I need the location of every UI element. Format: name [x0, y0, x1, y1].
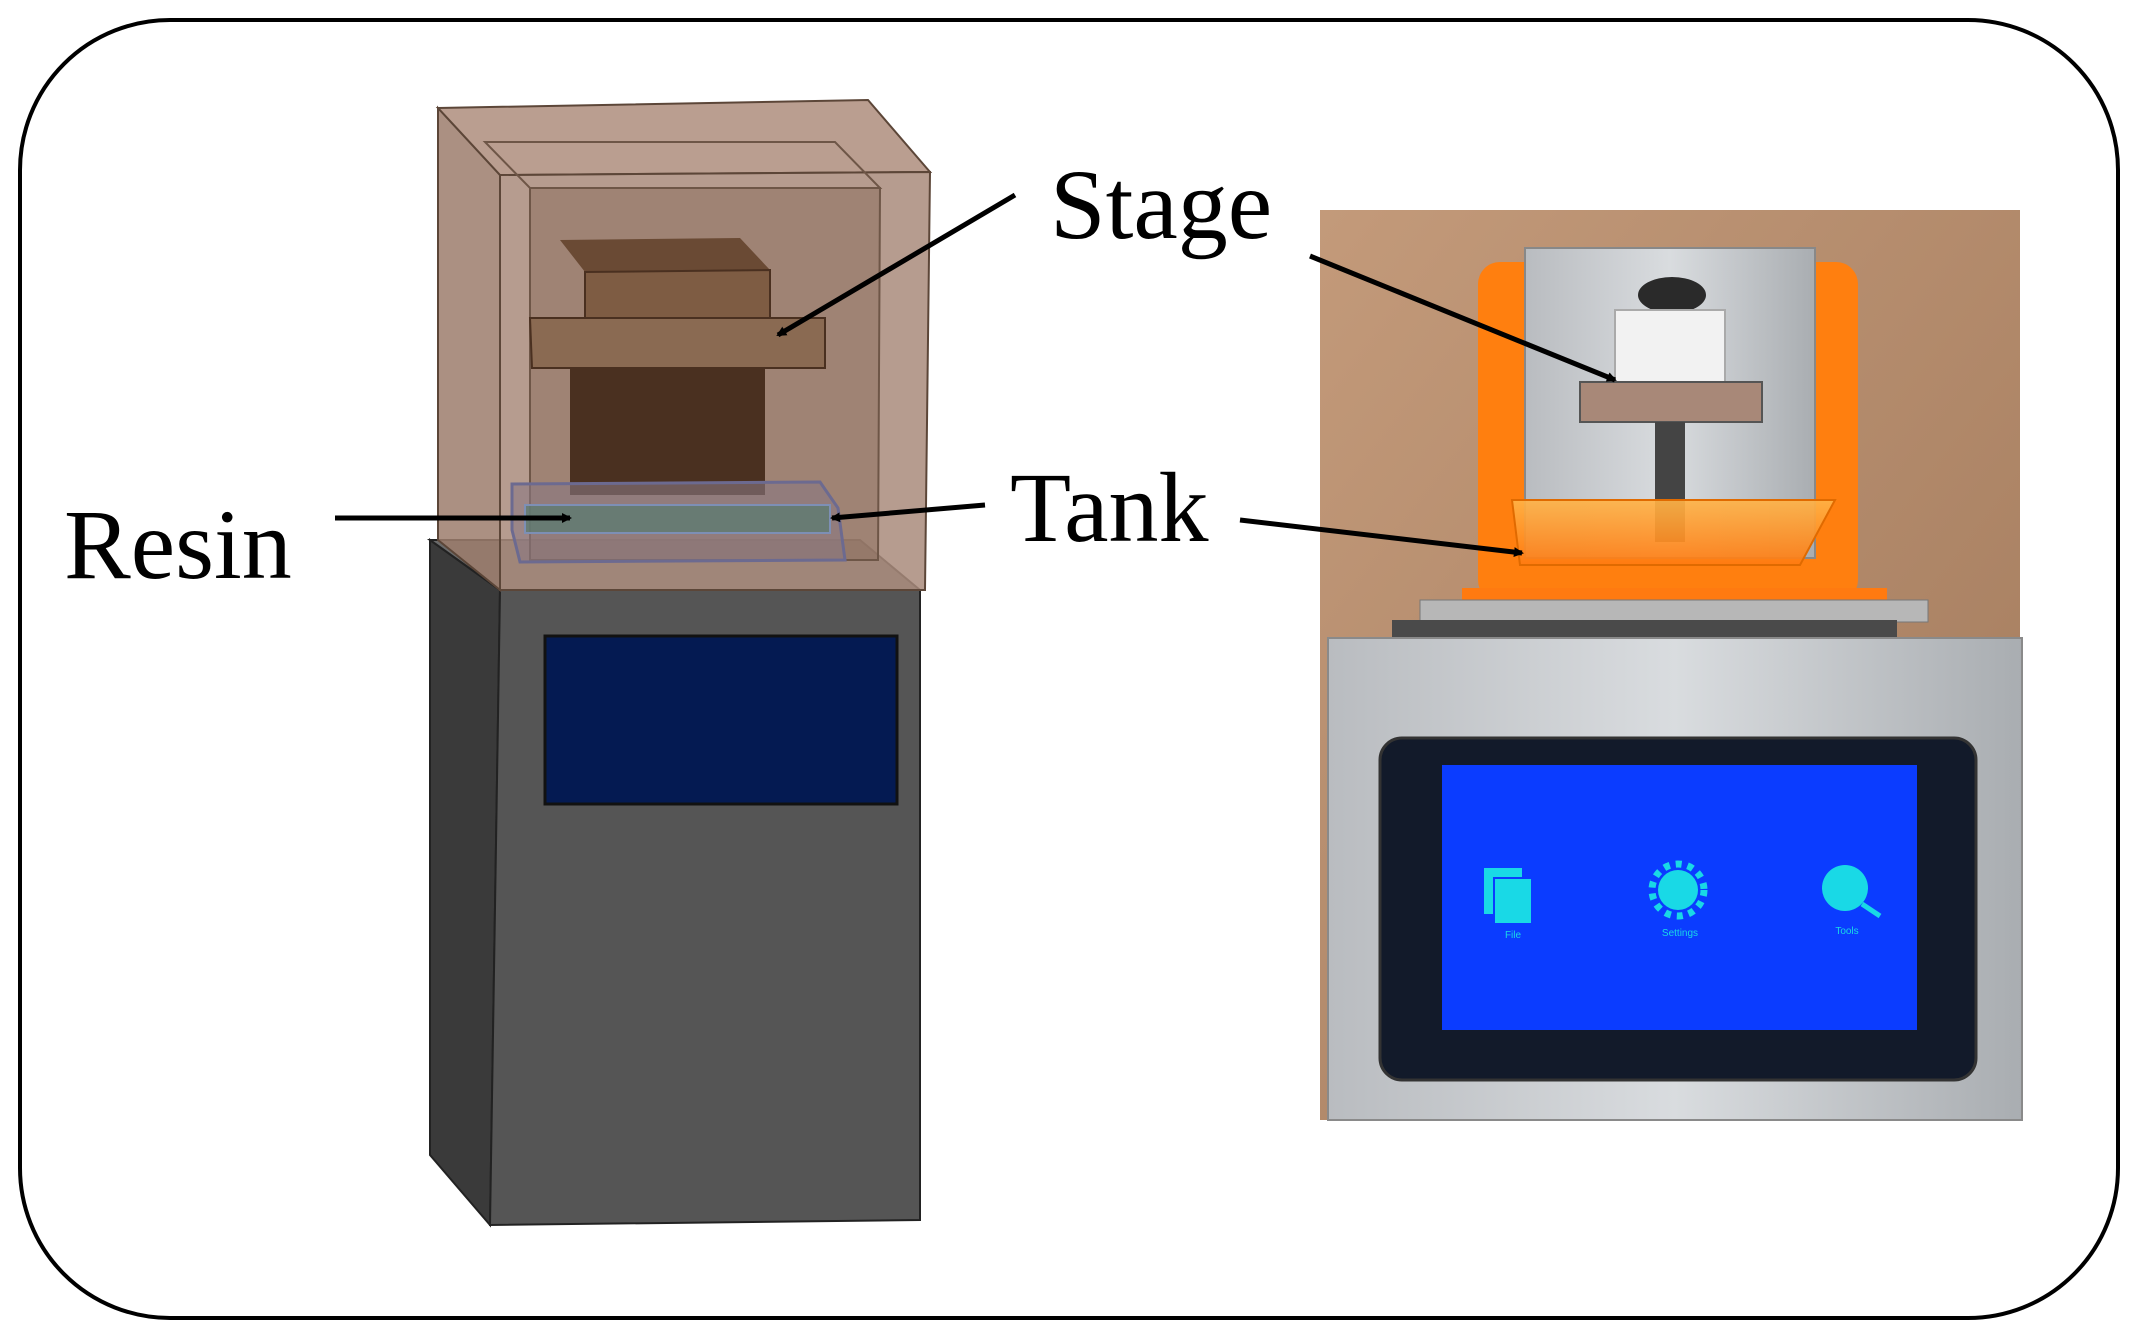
files-icon-back	[1493, 877, 1533, 925]
screen-item-label-settings: Settings	[1662, 928, 1698, 939]
cad-z-tower	[570, 345, 765, 495]
printer-photo: File Settings Tools	[1320, 210, 2023, 1121]
cad-base-side	[429, 538, 502, 1228]
magnifier-icon-handle	[1860, 901, 1882, 919]
screen-item-settings: Settings	[1648, 860, 1708, 939]
cad-resin	[524, 504, 831, 534]
label-resin: Resin	[64, 489, 292, 600]
callout-arrows	[335, 192, 1617, 558]
arrow-stage-cad	[776, 192, 1017, 338]
magnifier-icon	[1822, 865, 1868, 911]
vat-plate	[1419, 599, 1929, 623]
cad-screen	[543, 634, 899, 806]
screen-item-label-file: File	[1505, 930, 1522, 941]
vat-frame	[1392, 620, 1897, 638]
resin-tank	[1510, 499, 1837, 566]
gear-icon-teeth	[1648, 860, 1708, 920]
screen-item-tools: Tools	[1822, 865, 1882, 937]
arrow-tank-photo	[1239, 517, 1524, 558]
arrow-stage-photo	[1309, 253, 1617, 383]
cad-printer-model	[426, 98, 933, 1228]
cad-stage-plate	[528, 317, 826, 369]
build-plate	[1579, 381, 1763, 423]
stage-block	[1614, 309, 1726, 386]
screen-item-file: File	[1484, 868, 1533, 941]
cad-stage-back	[560, 238, 770, 272]
stage-knob	[1638, 277, 1706, 313]
label-stage: Stage	[1050, 149, 1273, 260]
gear-icon	[1658, 870, 1698, 910]
screen-item-label-tools: Tools	[1835, 926, 1858, 937]
label-tank: Tank	[1010, 452, 1209, 563]
arrow-tank-cad	[830, 502, 986, 523]
